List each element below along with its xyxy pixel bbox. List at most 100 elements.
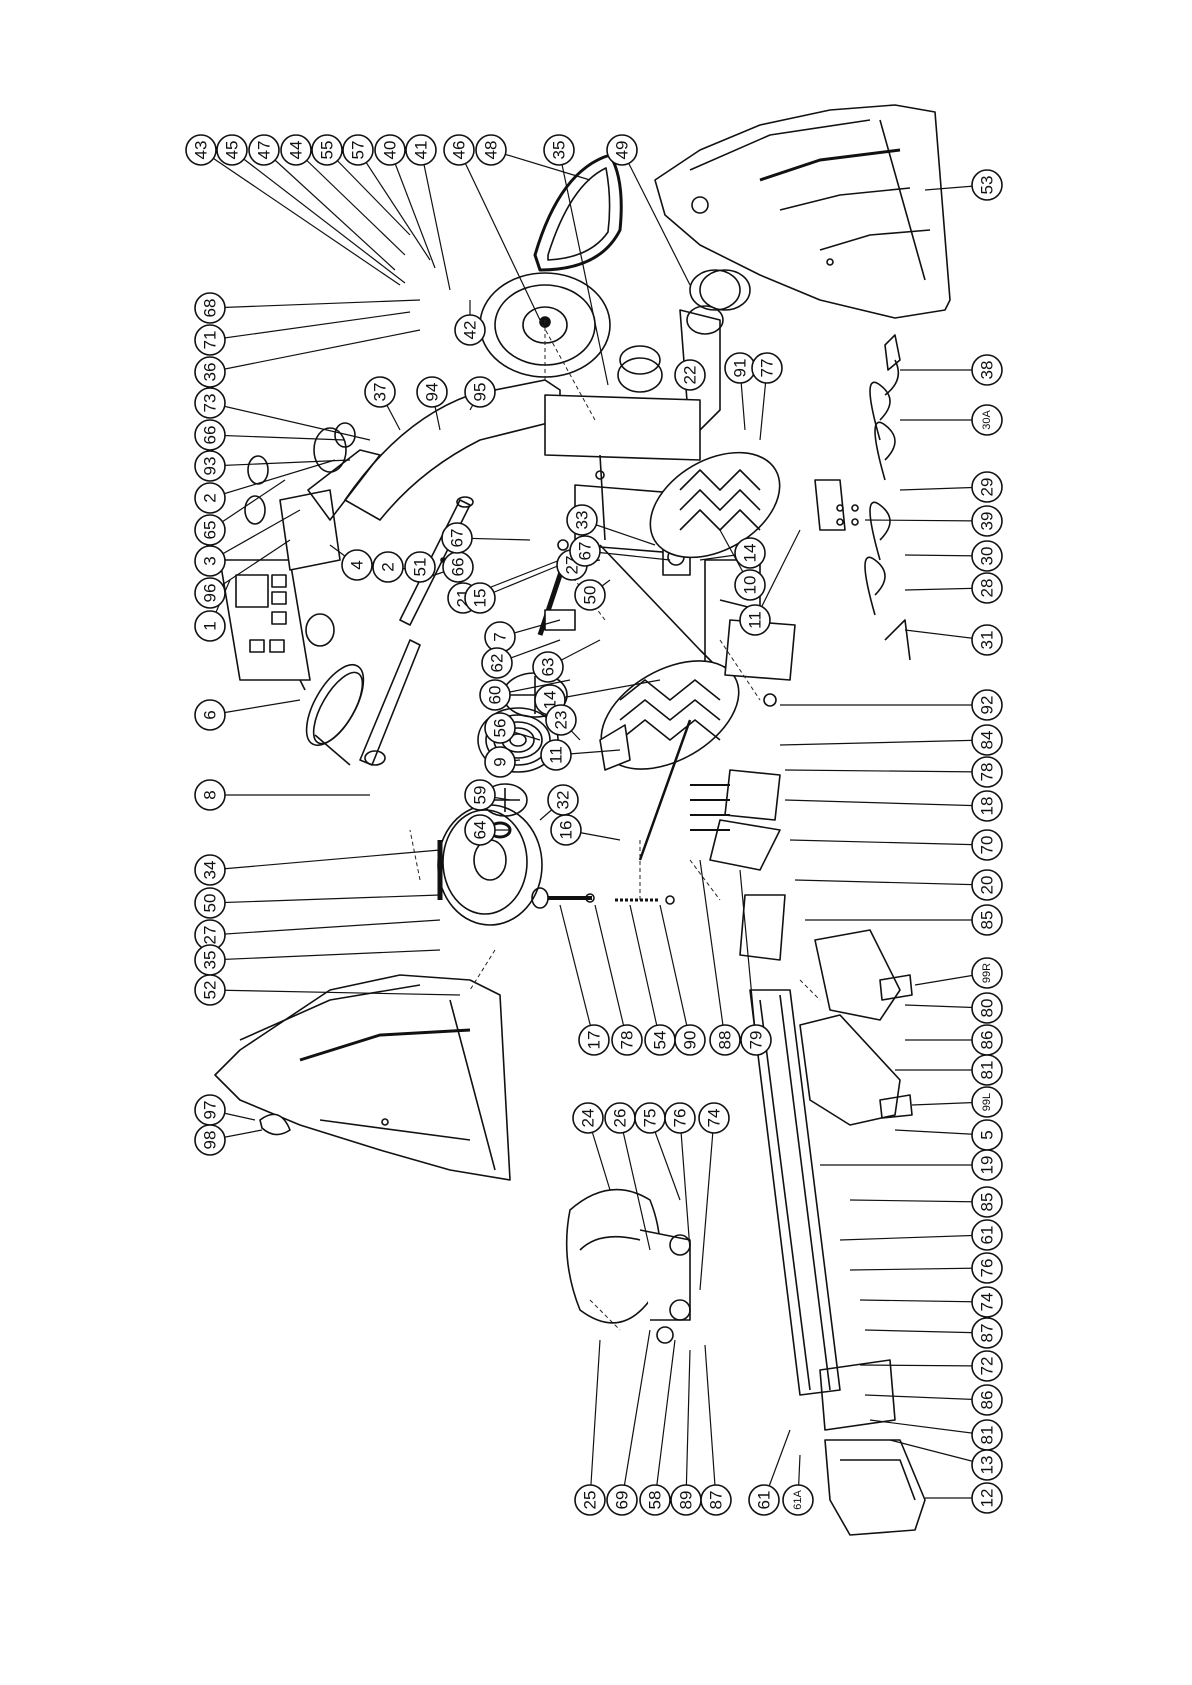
callout-25: 25	[574, 1484, 606, 1516]
callout-bubble	[971, 404, 1003, 436]
callout-bubble	[441, 522, 473, 554]
callout-bubble	[194, 482, 226, 514]
leader-line	[699, 859, 726, 1041]
callout-72: 72	[971, 1350, 1003, 1382]
callout-6: 6	[194, 699, 226, 731]
leader-line	[458, 149, 541, 321]
leader-line	[621, 1329, 651, 1501]
part-48-belt	[533, 153, 623, 272]
part-3-bracket	[244, 422, 381, 647]
callout-47: 47	[248, 134, 280, 166]
callout-58: 58	[639, 1484, 671, 1516]
callout-bubble	[782, 1484, 814, 1516]
callout-3: 3	[194, 545, 226, 577]
callout-98: 98	[194, 1124, 226, 1156]
callout-label: 5	[978, 1130, 997, 1139]
callout-bubble	[971, 1149, 1003, 1181]
callout-label: 23	[552, 711, 571, 730]
callout-bubble	[606, 134, 638, 166]
callout-26: 26	[604, 1102, 636, 1134]
part-53-right-cover	[654, 104, 951, 319]
callout-label: 36	[201, 363, 220, 382]
callout-23: 23	[545, 704, 577, 736]
callout-86: 86	[971, 1384, 1003, 1416]
callout-label: 40	[381, 141, 400, 160]
callout-27: 27	[194, 919, 226, 951]
callout-52: 52	[194, 974, 226, 1006]
callout-65: 65	[194, 514, 226, 546]
callout-bubble	[372, 551, 404, 583]
callout-bubble	[454, 314, 486, 346]
leader-line	[589, 1339, 601, 1501]
callout-63: 63	[532, 651, 564, 683]
callout-bubble	[569, 535, 601, 567]
callout-bubble	[971, 829, 1003, 861]
part-46-pulley	[479, 272, 611, 378]
callout-bubble	[574, 1484, 606, 1516]
part-97-98-clip	[259, 1113, 291, 1136]
callout-label: 92	[978, 696, 997, 715]
callout-46: 46	[443, 134, 475, 166]
callout-89: 89	[670, 1484, 702, 1516]
callout-label: 74	[705, 1109, 724, 1128]
leader-line	[209, 919, 441, 936]
leader-line	[209, 402, 371, 441]
leader-line	[869, 1419, 988, 1436]
callout-bubble	[464, 779, 496, 811]
callout-label: 95	[471, 383, 490, 402]
callout-bubble	[611, 1024, 643, 1056]
callout-bubble	[971, 790, 1003, 822]
callout-label: 30A	[981, 410, 993, 430]
callout-label: 52	[201, 981, 220, 1000]
part-12-frontcap	[819, 1359, 926, 1536]
leader-line	[679, 1117, 691, 1251]
leader-line	[549, 679, 661, 701]
callout-label: 61	[978, 1226, 997, 1245]
callout-label: 63	[539, 658, 558, 677]
callout-label: 30	[978, 547, 997, 566]
callout-label: 98	[201, 1131, 220, 1150]
callout-label: 57	[349, 141, 368, 160]
callout-label: 33	[573, 511, 592, 530]
leader-line	[231, 149, 406, 284]
callout-87: 87	[700, 1484, 732, 1516]
callout-bubble	[416, 376, 448, 408]
callout-label: 28	[978, 579, 997, 598]
leader-line	[209, 989, 461, 996]
callout-41: 41	[405, 134, 437, 166]
callout-92: 92	[971, 689, 1003, 721]
callout-bubble	[481, 647, 513, 679]
callout-label: 18	[978, 797, 997, 816]
callout-label: 17	[585, 1031, 604, 1050]
leader-line	[739, 869, 757, 1041]
callout-bubble	[194, 356, 226, 388]
leader-line	[754, 529, 801, 621]
callout-label: 2	[201, 493, 220, 502]
callout-label: 86	[978, 1031, 997, 1050]
callout-75: 75	[634, 1102, 666, 1134]
callout-label: 80	[978, 999, 997, 1018]
callout-95: 95	[464, 376, 496, 408]
callout-bubble	[674, 359, 706, 391]
callout-label: 49	[613, 141, 632, 160]
callout-76: 76	[971, 1252, 1003, 1284]
callout-label: 35	[550, 141, 569, 160]
callout-9: 9	[484, 746, 516, 778]
callout-label: 26	[611, 1109, 630, 1128]
callout-bubble	[734, 569, 766, 601]
callout-bubble	[674, 1024, 706, 1056]
leader-line	[389, 149, 436, 269]
callout-bubble	[574, 579, 606, 611]
leader-line	[558, 149, 609, 386]
callout-68: 68	[194, 292, 226, 324]
callout-16: 16	[550, 814, 582, 846]
callout-label: 76	[671, 1109, 690, 1128]
callout-45: 45	[216, 134, 248, 166]
callout-bubble	[464, 376, 496, 408]
leader-line	[209, 539, 291, 594]
callout-67: 67	[441, 522, 473, 554]
leader-line	[295, 149, 406, 256]
callout-bubble	[639, 1484, 671, 1516]
callout-label: 14	[741, 544, 760, 563]
callout-99L: 99L	[971, 1086, 1003, 1118]
